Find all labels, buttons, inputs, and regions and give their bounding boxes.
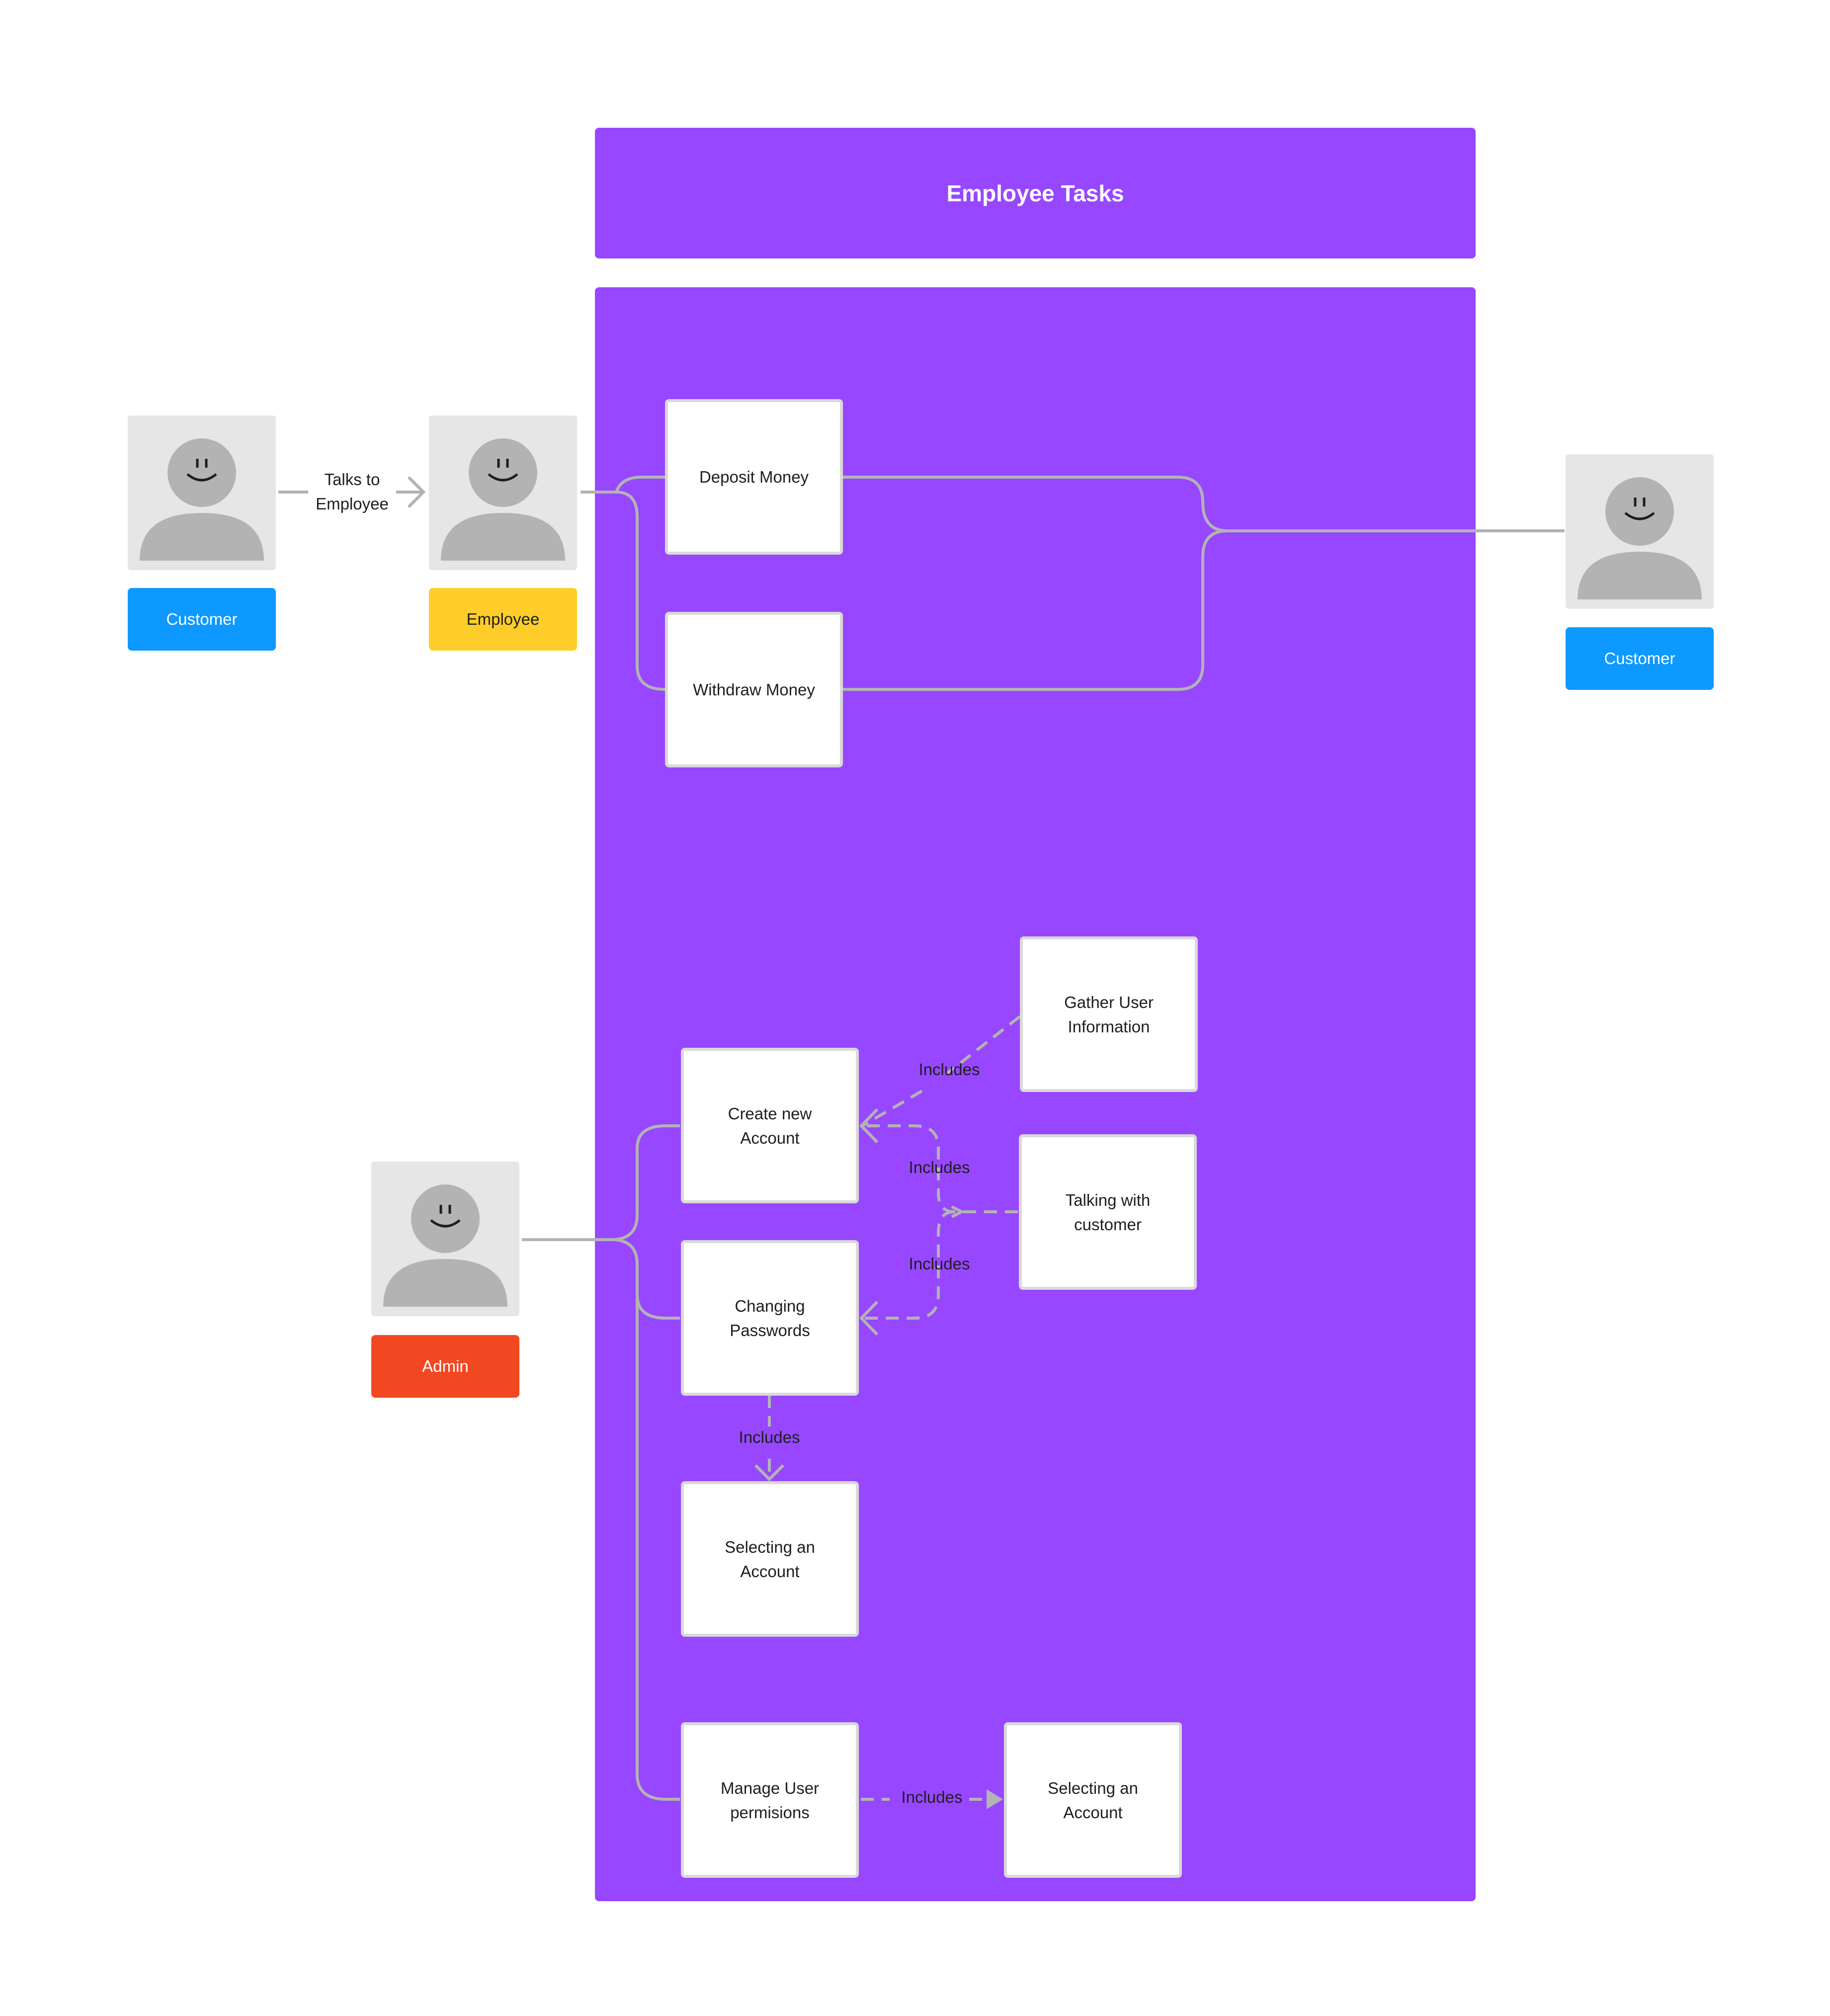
- task-changing-passwords[interactable]: Changing Passwords: [681, 1240, 859, 1396]
- admin-role-label: Admin: [422, 1357, 469, 1375]
- talks-to-arrow: [396, 476, 426, 508]
- task-deposit-money-label: Deposit Money: [699, 468, 809, 486]
- task-talking-with-customer[interactable]: Talking with customer: [1019, 1134, 1197, 1290]
- task-talking-with-customer-label: Talking with customer: [1065, 1190, 1151, 1234]
- task-withdraw-money-label: Withdraw Money: [693, 680, 815, 699]
- task-deposit-money[interactable]: Deposit Money: [665, 399, 843, 555]
- task-manage-user-permissions-label: Manage User permisions: [720, 1778, 820, 1822]
- task-selecting-an-account-2-label: Selecting an Account: [1048, 1778, 1138, 1822]
- task-create-new-account-label: Create new Account: [728, 1104, 812, 1147]
- admin-avatar: [371, 1162, 519, 1316]
- employee-avatar: [429, 416, 577, 570]
- customer-avatar-right: [1566, 454, 1714, 609]
- admin-role-badge: Admin: [371, 1335, 519, 1398]
- task-selecting-an-account[interactable]: Selecting an Account: [681, 1481, 859, 1637]
- includes-label-talking-changing: Includes: [909, 1255, 970, 1273]
- person-icon: [441, 438, 565, 561]
- task-gather-user-information[interactable]: Gather User Information: [1020, 936, 1198, 1092]
- includes-label-manage-selecting: Includes: [901, 1788, 963, 1806]
- employee-role-badge: Employee: [429, 588, 577, 651]
- task-changing-passwords-label: Changing Passwords: [730, 1296, 810, 1340]
- talks-to-label: Talks to Employee: [316, 470, 389, 513]
- task-create-new-account[interactable]: Create new Account: [681, 1048, 859, 1203]
- customer-role-badge-left: Customer: [128, 588, 276, 651]
- employee-role-label: Employee: [466, 610, 540, 628]
- includes-label-changing-selecting: Includes: [739, 1428, 800, 1446]
- task-selecting-an-account-2[interactable]: Selecting an Account: [1004, 1722, 1182, 1878]
- person-icon: [1578, 477, 1702, 599]
- includes-label-talking-create: Includes: [909, 1158, 970, 1176]
- customer-avatar-left: [128, 416, 276, 570]
- diagram-title-banner: Employee Tasks: [595, 128, 1476, 258]
- person-icon: [140, 438, 264, 561]
- diagram-title: Employee Tasks: [946, 180, 1124, 206]
- task-withdraw-money[interactable]: Withdraw Money: [665, 612, 843, 767]
- includes-label-gather: Includes: [918, 1060, 980, 1079]
- task-gather-user-information-label: Gather User Information: [1064, 993, 1154, 1036]
- task-manage-user-permissions[interactable]: Manage User permisions: [681, 1722, 859, 1878]
- person-icon: [383, 1184, 507, 1307]
- customer-role-label-left: Customer: [166, 610, 238, 628]
- task-selecting-an-account-label: Selecting an Account: [725, 1537, 815, 1581]
- customer-role-badge-right: Customer: [1566, 627, 1714, 690]
- customer-role-label-right: Customer: [1604, 649, 1675, 668]
